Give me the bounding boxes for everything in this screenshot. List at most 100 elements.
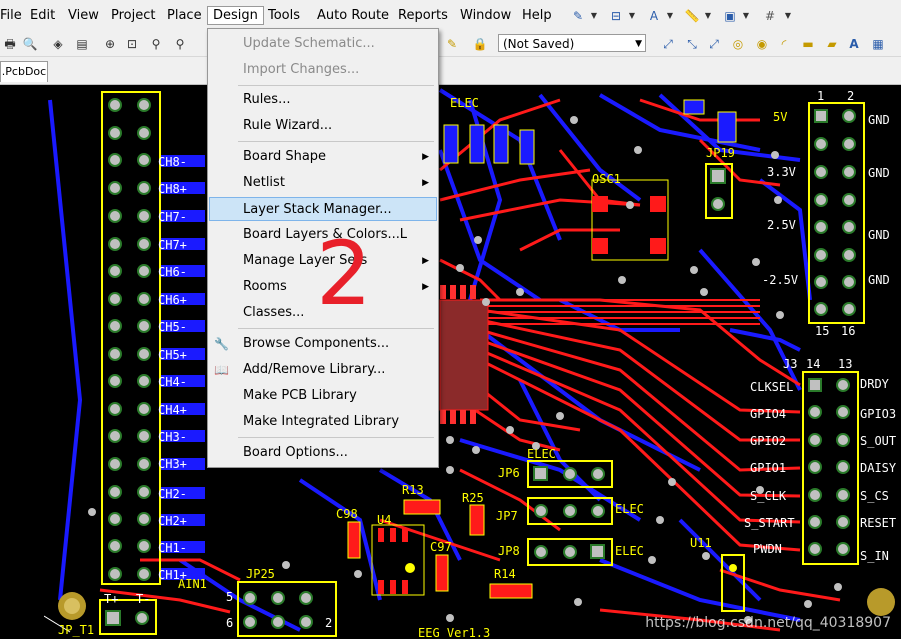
route-icon[interactable]: ⤢ bbox=[663, 37, 673, 51]
label-gpio2: GPIO2 bbox=[750, 434, 787, 448]
label-pin-1: 1 bbox=[817, 89, 825, 103]
watermark-text: https://blog.csdn.net/qq_40318907 bbox=[645, 615, 891, 631]
tab-pcbdoc-label: .PcbDoc bbox=[1, 65, 47, 78]
label-ain1: AIN1 bbox=[178, 577, 207, 591]
label-jp25: JP25 bbox=[246, 567, 275, 581]
zoom-fit-icon[interactable]: ⊕ bbox=[104, 37, 116, 51]
menu-board-shape[interactable]: Board Shape▶ bbox=[209, 145, 437, 169]
align-icon[interactable]: ⊟ bbox=[610, 9, 622, 23]
document-tab-strip: .PcbDoc bbox=[0, 57, 901, 85]
menu-help[interactable]: Help bbox=[522, 8, 552, 23]
menu-board-layers-colors[interactable]: Board Layers & Colors...L bbox=[243, 227, 407, 242]
menu-file[interactable]: File bbox=[0, 8, 22, 23]
polygon-icon[interactable]: ▰ bbox=[827, 37, 837, 51]
dropdown-arrow-icon[interactable]: ▼ bbox=[742, 11, 750, 20]
submenu-arrow-icon: ▶ bbox=[422, 256, 429, 266]
label-ch1-minus: CH1- bbox=[158, 541, 187, 555]
label-r14: R14 bbox=[494, 567, 516, 581]
menu-netlist[interactable]: Netlist▶ bbox=[209, 171, 437, 195]
menu-import-changes[interactable]: Import Changes... bbox=[243, 62, 360, 77]
label-gpio1: GPIO1 bbox=[750, 461, 787, 475]
arc-icon[interactable]: ◜ bbox=[781, 37, 787, 51]
label-gnd-3: GND bbox=[868, 228, 890, 242]
label-elec: ELEC bbox=[450, 96, 479, 110]
text-style-icon[interactable]: A bbox=[649, 9, 659, 23]
annotation-number-text: 2 bbox=[316, 224, 372, 314]
menu-reports[interactable]: Reports bbox=[398, 8, 448, 23]
dropdown-arrow-icon[interactable]: ▼ bbox=[628, 11, 636, 20]
pcb-canvas[interactable]: ELEC OSC1 JP19 5V 1 2 3.3V 2.5V -2.5V GN… bbox=[44, 85, 901, 639]
dropdown-arrow-icon[interactable]: ▼ bbox=[590, 11, 598, 20]
zoom-selected-icon[interactable]: ⚲ bbox=[151, 37, 161, 51]
label-pwdn: PWDN bbox=[753, 542, 782, 556]
menu-board-options[interactable]: Board Options... bbox=[243, 445, 348, 460]
menu-window[interactable]: Window bbox=[460, 8, 512, 23]
variant-combo[interactable]: (Not Saved) ▼ bbox=[498, 34, 646, 52]
menu-rules[interactable]: Rules... bbox=[243, 92, 291, 107]
menu-manage-layer-sets[interactable]: Manage Layer Sets▶ bbox=[209, 249, 437, 273]
label-reset: RESET bbox=[860, 516, 897, 530]
label-jp8: JP8 bbox=[498, 544, 520, 558]
label-s-in: S_IN bbox=[860, 549, 889, 563]
submenu-arrow-icon: ▶ bbox=[422, 178, 429, 188]
zoom-filter-icon[interactable]: ⚲ bbox=[175, 37, 185, 51]
label-ch3-minus: CH3- bbox=[158, 430, 187, 444]
menu-project[interactable]: Project bbox=[111, 8, 156, 23]
menu-design[interactable]: Design bbox=[207, 6, 264, 25]
lock-icon[interactable]: 🔒 bbox=[472, 37, 488, 51]
menu-view[interactable]: View bbox=[68, 8, 99, 23]
label-ch8-minus: CH8- bbox=[158, 155, 187, 169]
menu-classes[interactable]: Classes... bbox=[243, 305, 305, 320]
menu-make-integrated-library[interactable]: Make Integrated Library bbox=[243, 414, 400, 429]
pencil-icon[interactable]: ✎ bbox=[572, 9, 584, 23]
grid-icon[interactable]: # bbox=[764, 9, 776, 23]
menu-auto-route[interactable]: Auto Route bbox=[317, 8, 390, 23]
menu-rooms[interactable]: Rooms▶ bbox=[209, 275, 437, 299]
pad-icon[interactable]: ◉ bbox=[756, 37, 768, 51]
tab-pcbdoc[interactable]: .PcbDoc bbox=[0, 61, 48, 82]
dropdown-arrow-icon[interactable]: ▼ bbox=[704, 11, 712, 20]
component-icon[interactable]: ▦ bbox=[872, 37, 884, 51]
label-pin-16: 16 bbox=[841, 324, 856, 338]
via-icon[interactable]: ◎ bbox=[732, 37, 744, 51]
menu-make-pcb-library[interactable]: Make PCB Library bbox=[243, 388, 357, 403]
menu-place[interactable]: Place bbox=[167, 8, 202, 23]
variant-combo-value: (Not Saved) bbox=[503, 37, 575, 51]
print-preview-icon[interactable]: 🔍 bbox=[22, 37, 38, 51]
label-pin-6: 6 bbox=[226, 616, 234, 630]
label-ch3-plus: CH3+ bbox=[158, 457, 187, 471]
label-s-start: S_START bbox=[744, 516, 795, 530]
menu-tools[interactable]: Tools bbox=[268, 8, 301, 23]
route-diff-icon[interactable]: ⤡ bbox=[687, 37, 697, 51]
label-pin-15: 15 bbox=[815, 324, 830, 338]
menu-separator bbox=[238, 141, 434, 142]
ruler-icon[interactable]: 📏 bbox=[684, 9, 700, 23]
label-drdy: DRDY bbox=[860, 377, 889, 391]
zoom-area-icon[interactable]: ⊡ bbox=[126, 37, 138, 51]
menu-add-remove-library[interactable]: 📖Add/Remove Library... bbox=[214, 362, 386, 377]
dropdown-arrow-icon[interactable]: ▼ bbox=[666, 11, 674, 20]
fill-icon[interactable]: ▬ bbox=[802, 37, 814, 51]
room-icon[interactable]: ▣ bbox=[724, 9, 736, 23]
label-2v5: 2.5V bbox=[767, 218, 796, 232]
menu-layer-stack-manager[interactable]: Layer Stack Manager... bbox=[209, 197, 437, 221]
label-gnd-2: GND bbox=[868, 166, 890, 180]
menu-browse-components[interactable]: 🔧Browse Components... bbox=[214, 336, 390, 351]
menu-rule-wizard[interactable]: Rule Wizard... bbox=[243, 118, 333, 133]
board-icon[interactable]: ▤ bbox=[76, 37, 88, 51]
label-pin-13: 13 bbox=[838, 357, 853, 371]
label-jp6: JP6 bbox=[498, 466, 520, 480]
highlight-icon[interactable]: ✎ bbox=[446, 37, 458, 51]
label-jp19: JP19 bbox=[706, 146, 735, 160]
menu-edit[interactable]: Edit bbox=[30, 8, 56, 23]
print-icon[interactable]: 🖶 bbox=[4, 37, 16, 51]
string-icon[interactable]: A bbox=[849, 37, 859, 51]
dropdown-arrow-icon[interactable]: ▼ bbox=[784, 11, 792, 20]
label-u4: U4 bbox=[377, 513, 392, 527]
label-gpio3: GPIO3 bbox=[860, 407, 897, 421]
label-jp7: JP7 bbox=[496, 509, 518, 523]
submenu-arrow-icon: ▶ bbox=[422, 152, 429, 162]
layer-icon[interactable]: ◈ bbox=[53, 37, 63, 51]
menu-update-schematic[interactable]: Update Schematic... bbox=[243, 36, 375, 51]
route-multi-icon[interactable]: ⤢ bbox=[709, 37, 719, 51]
